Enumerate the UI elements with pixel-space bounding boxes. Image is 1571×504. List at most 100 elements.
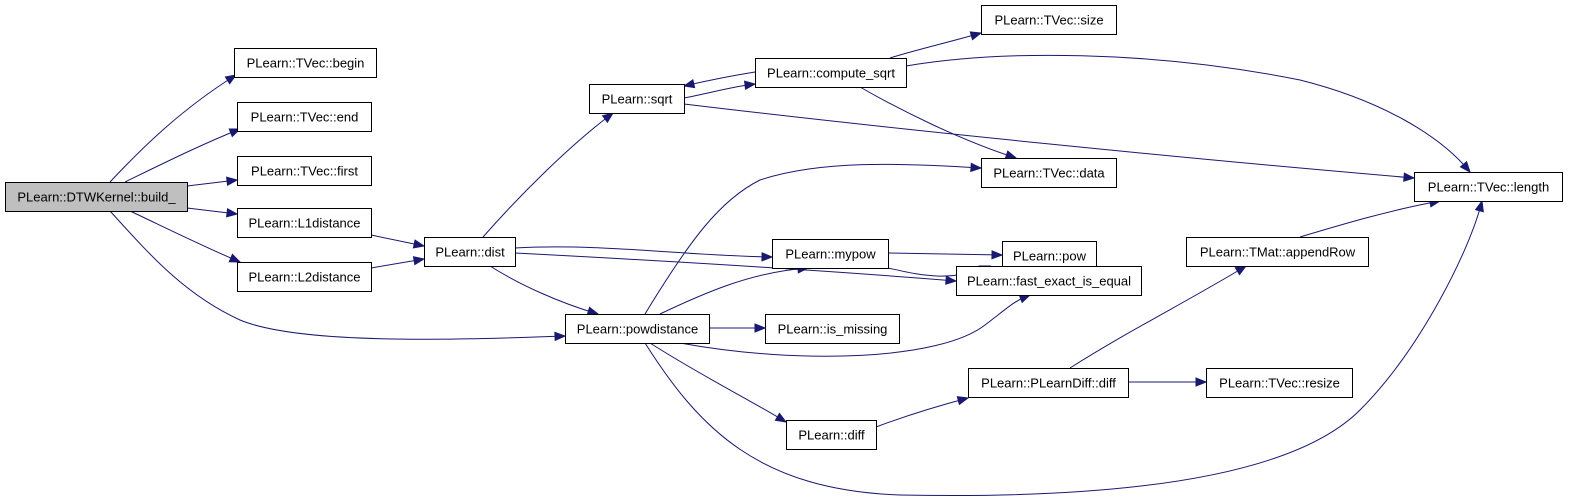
node-append[interactable]: PLearn::TMat::appendRow xyxy=(1186,237,1369,267)
node-size[interactable]: PLearn::TVec::size xyxy=(981,5,1117,35)
edge-line xyxy=(109,210,566,340)
node-box xyxy=(237,208,372,238)
edge-line xyxy=(1299,200,1441,238)
arrowhead-icon xyxy=(1474,199,1484,213)
node-begin[interactable]: PLearn::TVec::begin xyxy=(234,48,377,78)
edge-powd-to-ismiss xyxy=(709,323,767,333)
node-box xyxy=(981,5,1117,35)
node-label: PLearn::compute_sqrt xyxy=(767,66,895,81)
edge-line xyxy=(489,265,599,315)
edge-line xyxy=(129,210,241,263)
arrowhead-icon xyxy=(228,253,242,263)
node-box xyxy=(772,239,889,269)
edge-line xyxy=(905,54,1471,173)
node-label: PLearn::TVec::size xyxy=(994,13,1103,28)
arrowhead-icon xyxy=(761,252,774,262)
node-box xyxy=(786,420,877,450)
node-data[interactable]: PLearn::TVec::data xyxy=(981,158,1117,188)
edge-line xyxy=(679,294,1031,357)
arrowhead-icon xyxy=(224,74,238,85)
edge-line xyxy=(887,252,1003,256)
edge-build-to-first xyxy=(186,176,239,187)
edge-dist-to-fei xyxy=(514,252,958,285)
edge-line xyxy=(889,32,982,59)
node-label: PLearn::DTWKernel::build_ xyxy=(17,190,176,205)
node-pow[interactable]: PLearn::pow xyxy=(1002,241,1097,271)
edge-l1-to-dist xyxy=(370,234,426,249)
edge-sqrt-to-csqrt xyxy=(683,80,757,99)
node-fei[interactable]: PLearn::fast_exact_is_equal xyxy=(956,266,1142,296)
edge-line xyxy=(659,267,809,315)
node-l2[interactable]: PLearn::L2distance xyxy=(237,262,372,292)
edge-line xyxy=(1069,265,1247,369)
arrowhead-icon xyxy=(554,331,567,342)
node-box xyxy=(5,182,188,212)
edge-build-to-powd xyxy=(109,210,567,342)
node-label: PLearn::TVec::length xyxy=(1428,180,1549,195)
node-box xyxy=(755,58,907,88)
node-label: PLearn::pow xyxy=(1013,249,1087,264)
node-label: PLearn::sqrt xyxy=(602,92,673,107)
edge-append-to-length xyxy=(1299,198,1442,238)
node-pldiff[interactable]: PLearn::PLearnDiff::diff xyxy=(968,368,1129,398)
arrowhead-icon xyxy=(744,80,757,90)
edge-line xyxy=(644,163,982,315)
node-label: PLearn::dist xyxy=(435,245,505,260)
arrowhead-icon xyxy=(945,275,958,285)
node-powd[interactable]: PLearn::powdistance xyxy=(565,314,710,344)
node-build[interactable]: PLearn::DTWKernel::build_ xyxy=(5,182,188,212)
node-box xyxy=(589,84,685,114)
node-box xyxy=(565,314,710,344)
arrowhead-icon xyxy=(1018,294,1032,304)
node-ismiss[interactable]: PLearn::is_missing xyxy=(765,314,900,344)
edge-csqrt-to-sqrt xyxy=(682,71,756,89)
arrowhead-icon xyxy=(586,306,600,316)
node-label: PLearn::powdistance xyxy=(577,322,698,337)
arrowhead-icon xyxy=(1195,377,1208,387)
edge-line xyxy=(875,397,969,428)
edge-line xyxy=(514,252,957,282)
node-label: PLearn::diff xyxy=(798,428,865,443)
node-label: PLearn::PLearnDiff::diff xyxy=(981,376,1116,391)
nodes-layer: PLearn::DTWKernel::build_ PLearn::TVec::b… xyxy=(5,5,1563,450)
edge-dist-to-powd xyxy=(489,265,600,316)
edge-line xyxy=(644,200,1483,497)
node-end[interactable]: PLearn::TVec::end xyxy=(237,102,372,132)
edge-csqrt-to-data xyxy=(859,86,1018,160)
edge-line xyxy=(514,246,773,258)
edge-build-to-l1 xyxy=(186,207,239,218)
edge-diff-to-pldiff xyxy=(875,396,970,428)
node-l1[interactable]: PLearn::L1distance xyxy=(237,208,372,238)
node-label: PLearn::TMat::appendRow xyxy=(1200,245,1356,260)
edge-line xyxy=(683,103,1415,179)
node-mypow[interactable]: PLearn::mypow xyxy=(772,239,889,269)
arrowhead-icon xyxy=(226,176,239,186)
node-box xyxy=(237,102,372,132)
node-box xyxy=(1186,237,1369,267)
node-resize[interactable]: PLearn::TVec::resize xyxy=(1206,368,1353,398)
arrowhead-icon xyxy=(754,323,767,333)
arrowhead-icon xyxy=(1459,160,1471,174)
node-first[interactable]: PLearn::TVec::first xyxy=(237,156,372,186)
arrowhead-icon xyxy=(682,79,696,89)
edge-powd-to-diff xyxy=(649,342,788,423)
node-csqrt[interactable]: PLearn::compute_sqrt xyxy=(755,58,907,88)
arrowhead-icon xyxy=(1234,265,1248,276)
node-sqrt[interactable]: PLearn::sqrt xyxy=(589,84,685,114)
node-dist[interactable]: PLearn::dist xyxy=(424,237,516,267)
edge-line xyxy=(683,71,756,87)
node-diff[interactable]: PLearn::diff xyxy=(786,420,877,450)
node-box xyxy=(237,156,372,186)
edge-pldiff-to-resize xyxy=(1128,377,1208,387)
node-box xyxy=(981,158,1117,188)
arrowhead-icon xyxy=(991,250,1004,260)
edge-line xyxy=(482,112,614,238)
arrowhead-icon xyxy=(412,256,426,266)
edge-build-to-l2 xyxy=(129,210,242,263)
arrowhead-icon xyxy=(1403,172,1416,182)
arrowhead-icon xyxy=(774,412,788,423)
node-box xyxy=(1414,172,1563,202)
node-label: PLearn::TVec::end xyxy=(251,110,359,125)
node-length[interactable]: PLearn::TVec::length xyxy=(1414,172,1563,202)
node-box xyxy=(237,262,372,292)
